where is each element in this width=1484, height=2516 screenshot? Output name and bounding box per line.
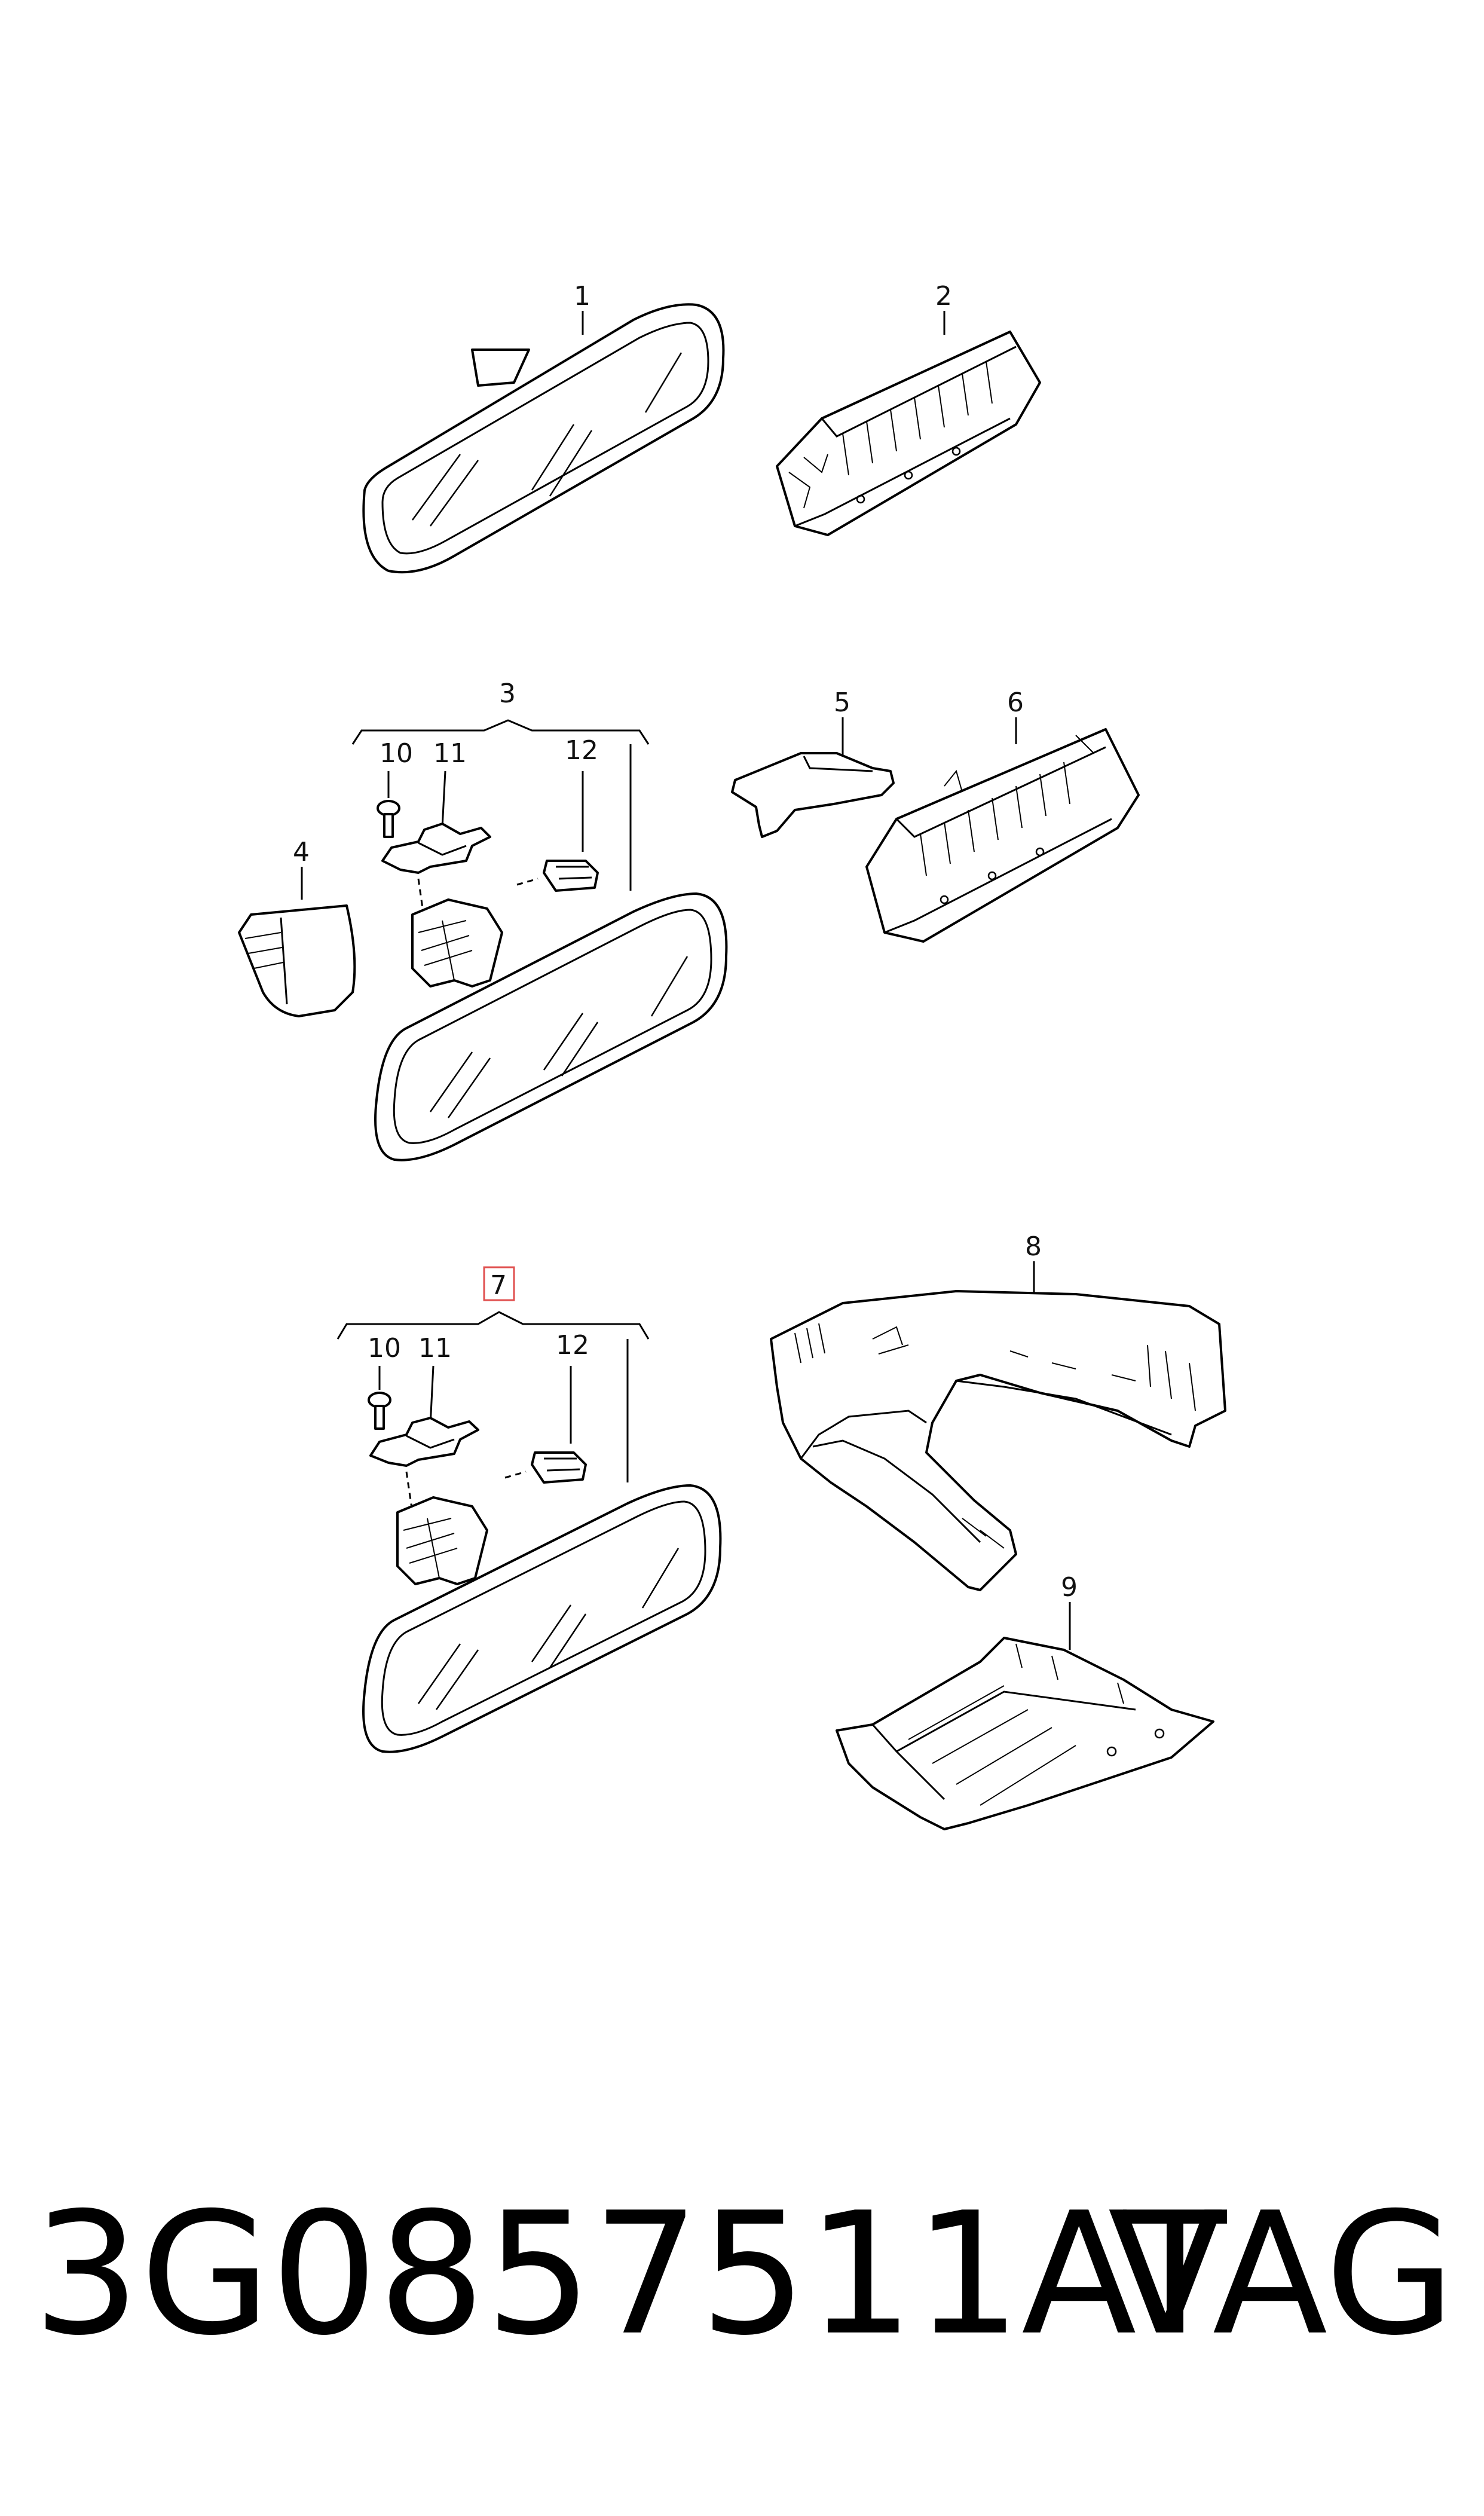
connector-12-b[interactable] bbox=[531, 1451, 587, 1484]
callout-10-a: 10 bbox=[380, 738, 413, 769]
leader-11-b bbox=[429, 1365, 435, 1426]
leader-11-a bbox=[441, 771, 446, 829]
part-6-trim-cover[interactable] bbox=[865, 728, 1140, 943]
callout-12-a: 12 bbox=[565, 735, 598, 766]
mount-a[interactable] bbox=[411, 898, 503, 988]
callout-6: 6 bbox=[1007, 687, 1024, 718]
footer: 3G0857511AT VAG bbox=[33, 2176, 1455, 2373]
callout-11-a: 11 bbox=[433, 738, 467, 769]
callout-2: 2 bbox=[935, 281, 952, 311]
part-number: 3G0857511AT bbox=[33, 2176, 1227, 2373]
callout-5: 5 bbox=[834, 687, 850, 718]
part-2-trim-cover[interactable] bbox=[776, 331, 1041, 536]
callout-7-highlight bbox=[483, 1266, 515, 1301]
dash-a1 bbox=[516, 878, 538, 886]
parts-diagram: 1 2 3 10 11 12 bbox=[238, 281, 1226, 1830]
screw-10-b[interactable] bbox=[368, 1392, 391, 1430]
part-9-lower-cover[interactable] bbox=[836, 1637, 1214, 1830]
callout-8: 8 bbox=[1025, 1231, 1042, 1262]
part-8-trim-shell[interactable] bbox=[770, 1290, 1226, 1591]
clip-11-a[interactable] bbox=[381, 823, 491, 874]
callout-7[interactable]: 7 bbox=[490, 1270, 507, 1301]
part-3-mirror[interactable] bbox=[374, 892, 728, 1161]
bracket-7 bbox=[336, 1311, 650, 1482]
callout-10-b: 10 bbox=[368, 1333, 401, 1364]
part-5-bracket[interactable] bbox=[731, 752, 895, 838]
dash-b1 bbox=[504, 1471, 527, 1479]
part-7-mirror[interactable] bbox=[362, 1484, 722, 1753]
part-4-cover[interactable] bbox=[238, 904, 356, 1017]
callout-12-b: 12 bbox=[556, 1330, 589, 1361]
part-1-rearview-mirror[interactable] bbox=[362, 303, 725, 574]
clip-11-b[interactable] bbox=[369, 1417, 479, 1467]
callout-11-b: 11 bbox=[418, 1333, 452, 1364]
connector-12-a[interactable] bbox=[543, 860, 599, 892]
screw-10-a[interactable] bbox=[377, 800, 400, 838]
mount-b[interactable] bbox=[396, 1496, 488, 1585]
callout-3: 3 bbox=[499, 678, 516, 709]
callout-4: 4 bbox=[293, 837, 310, 867]
callout-1: 1 bbox=[574, 281, 590, 311]
callout-9: 9 bbox=[1061, 1572, 1078, 1603]
bracket-3 bbox=[351, 719, 650, 891]
brand-label: VAG bbox=[1107, 2176, 1455, 2373]
